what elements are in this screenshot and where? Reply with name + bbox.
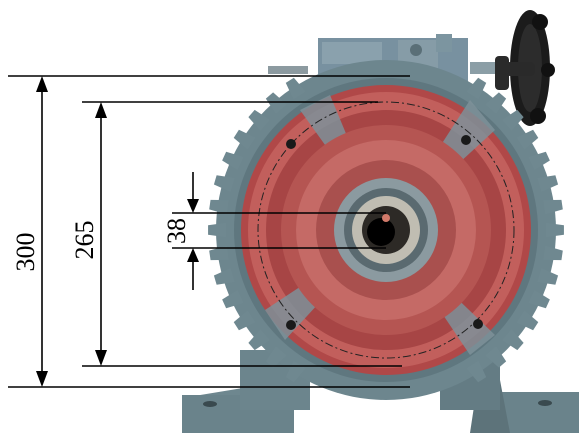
cooling-fin xyxy=(528,151,550,171)
cooling-fin xyxy=(222,151,244,171)
cooling-fin xyxy=(516,310,539,331)
dimension-label-300: 300 xyxy=(11,233,40,272)
cooling-fin xyxy=(537,268,559,285)
shaft-bore-icon xyxy=(334,178,438,282)
cooling-fin xyxy=(545,222,564,238)
arrowhead-300-bottom xyxy=(36,371,48,387)
cooling-fin xyxy=(265,346,287,368)
dimension-annotations xyxy=(8,75,410,388)
cooling-fin xyxy=(233,129,256,150)
cooling-fin xyxy=(528,289,550,309)
cooling-fin xyxy=(502,109,524,131)
cooling-fin xyxy=(248,329,270,351)
dimension-label-38: 38 xyxy=(162,218,191,244)
cooling-fin xyxy=(222,289,244,309)
cooling-fin xyxy=(265,92,287,114)
arrowhead-265-top xyxy=(95,102,107,118)
cooling-fin xyxy=(285,77,306,100)
dimension-label-265: 265 xyxy=(70,221,99,260)
cooling-fin xyxy=(213,268,235,285)
cooling-fin xyxy=(213,175,235,192)
handwheel-icon xyxy=(495,10,555,126)
cooling-fin xyxy=(485,92,507,114)
cooling-fin xyxy=(543,199,563,215)
cooling-fin xyxy=(537,175,559,192)
cooling-fin xyxy=(248,109,270,131)
cooling-fin xyxy=(466,360,487,383)
cooling-fin xyxy=(502,329,524,351)
arrowhead-38-bottom xyxy=(187,248,199,262)
cooling-fin xyxy=(209,199,229,215)
gear-reducer-photo xyxy=(182,10,579,433)
cooling-fin xyxy=(209,245,229,261)
cooling-fin xyxy=(485,346,507,368)
arrowhead-38-top xyxy=(187,199,199,213)
cooling-fin xyxy=(208,222,227,238)
cooling-fin xyxy=(233,310,256,331)
dimension-arrowheads xyxy=(36,76,199,387)
cooling-fin xyxy=(466,77,487,100)
cooling-fin xyxy=(543,245,563,261)
cooling-fin xyxy=(516,129,539,150)
arrowhead-265-bottom xyxy=(95,350,107,366)
arrowhead-300-top xyxy=(36,76,48,92)
